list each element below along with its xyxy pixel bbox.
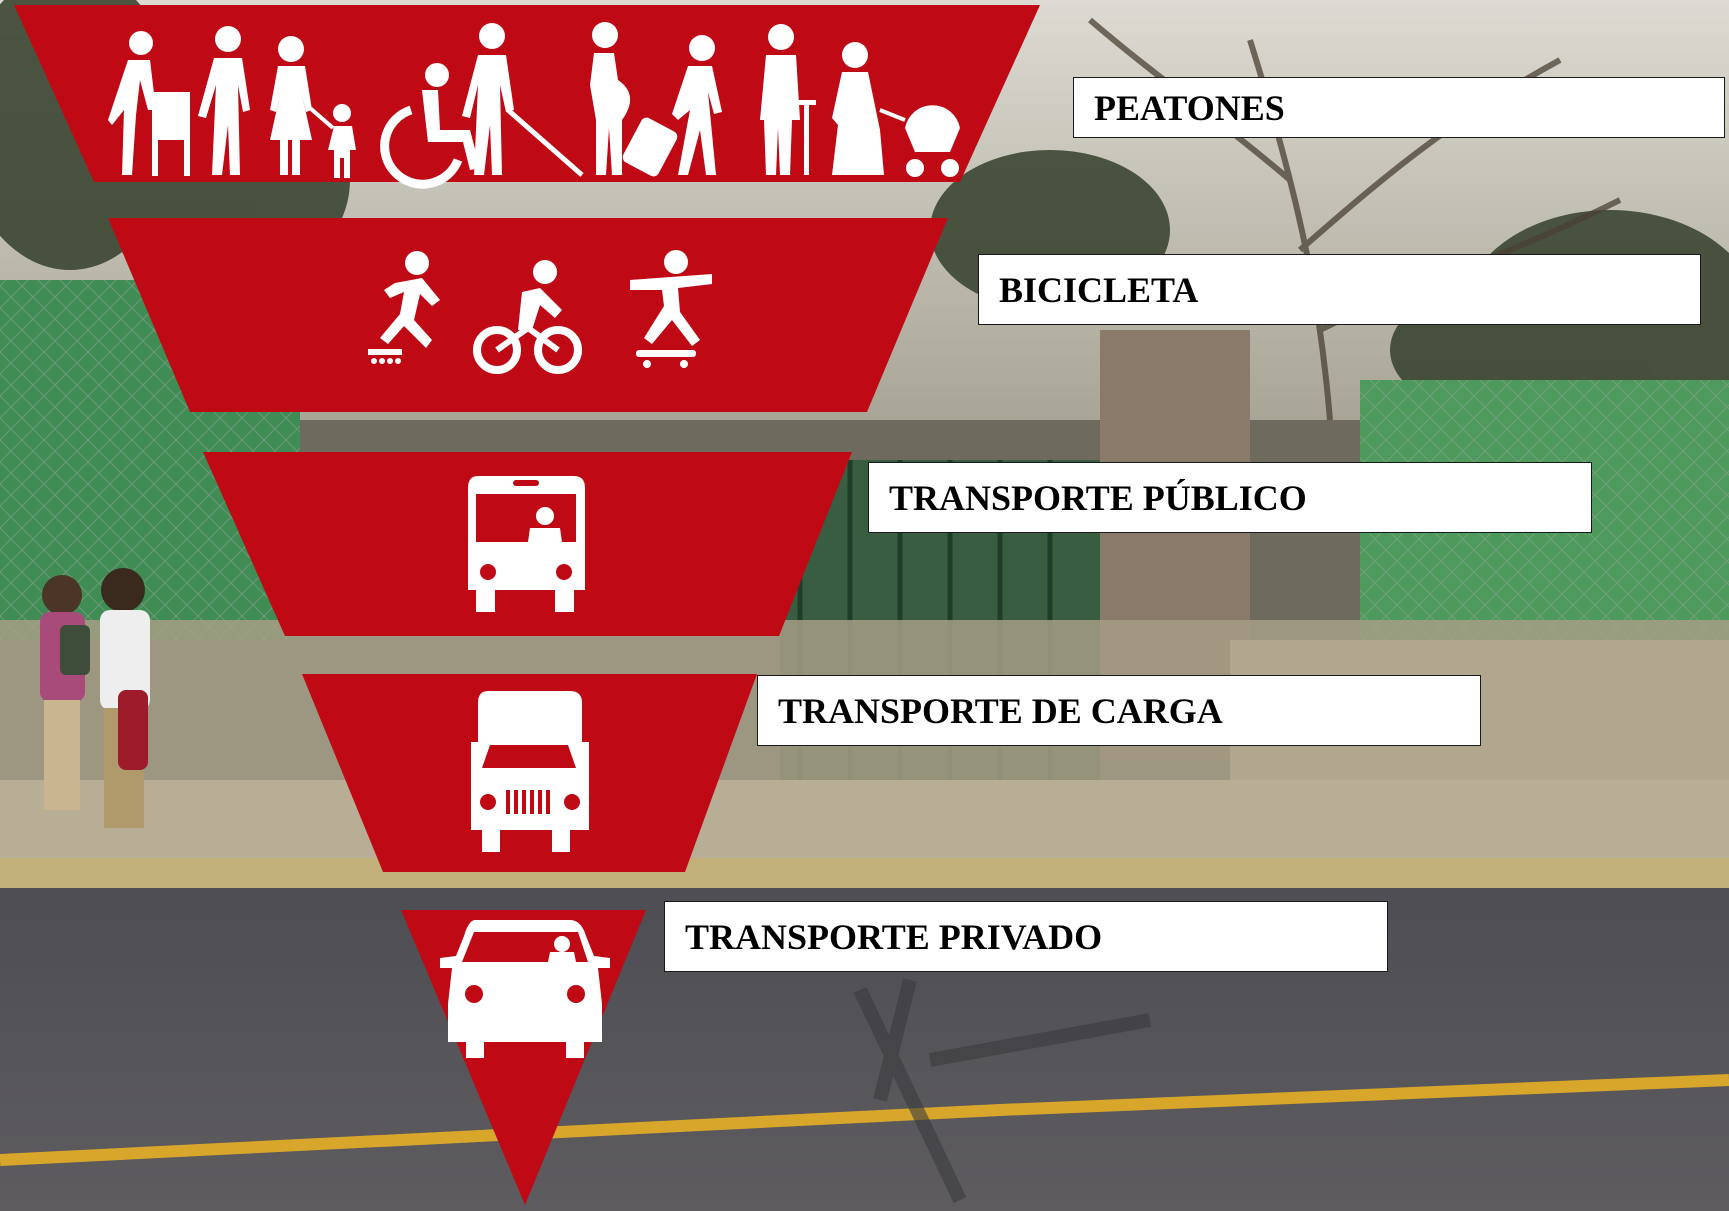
person-crutch-icon [760,24,816,175]
road-center-line [0,1074,1729,1166]
bus-icon [468,476,585,612]
sidewalk [0,780,1729,870]
couple-walking-icon [198,26,250,175]
pole-shadow [853,978,1152,1204]
walker-elderly-icon [108,31,190,176]
traveler-suitcase-icon [622,35,722,177]
blind-person-cane-icon [462,23,584,177]
car-icon [440,920,610,1058]
wheelchair-user-icon [380,63,480,189]
cyclist-icon [473,260,582,374]
label-bicicleta: BICICLETA [978,254,1701,325]
woman-stroller-icon [832,42,960,177]
woman-with-child-icon [270,36,356,178]
skateboarder-icon [630,250,712,368]
label-transporte-privado: TRANSPORTE PRIVADO [664,901,1388,972]
pregnant-woman-icon [590,22,631,175]
label-peatones: PEATONES [1073,77,1725,138]
curb [0,858,1729,888]
label-transporte-de-carga: TRANSPORTE DE CARGA [757,675,1481,746]
roller-skater-icon [368,251,440,364]
photo-pedestrians [40,568,150,828]
truck-icon [471,691,589,852]
label-transporte-publico: TRANSPORTE PÚBLICO [868,462,1592,533]
